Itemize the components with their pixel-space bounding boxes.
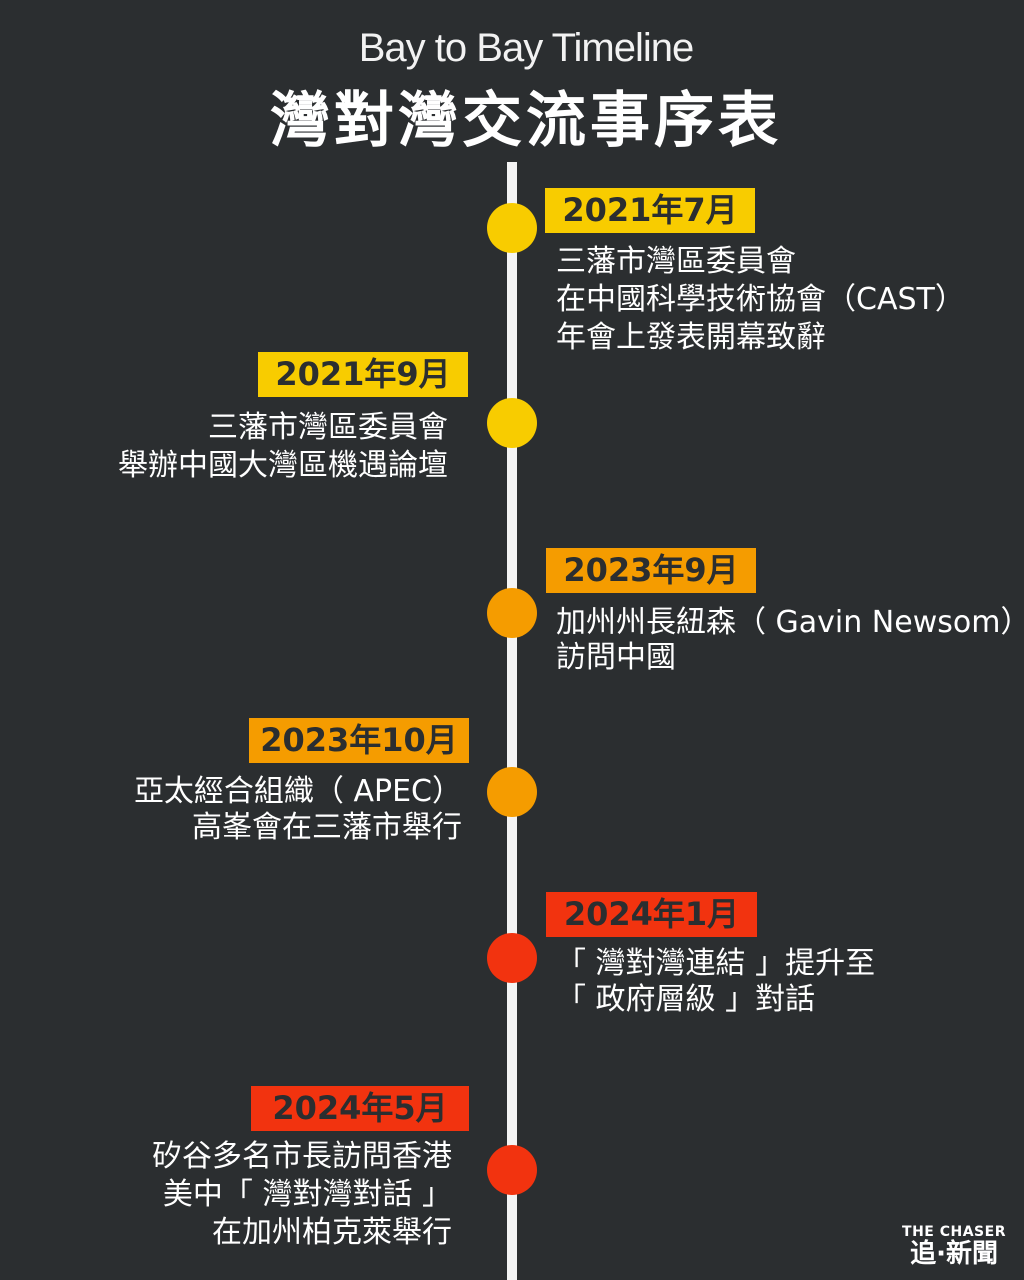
event-line: 高峯會在三藩市舉行 (192, 810, 462, 845)
date-badge: 2024年5月 (251, 1086, 469, 1131)
event-line: 訪問中國 (556, 640, 676, 675)
brand-logo: THE CHASER 追·新聞 (902, 1224, 1006, 1268)
title-chinese: 灣對灣交流事序表 (270, 86, 782, 156)
timeline-dot (487, 203, 537, 253)
event-description: 「 灣對灣連結 」提升至 「 政府層級 」對話 (556, 946, 875, 1018)
timeline-dot (487, 1145, 537, 1195)
date-badge: 2023年9月 (546, 548, 756, 593)
event-description: 三藩市灣區委員會 在中國科學技術協會（CAST） 年會上發表開幕致辭 (556, 243, 965, 357)
date-badge: 2024年1月 (546, 892, 757, 937)
event-line: 三藩市灣區委員會 (208, 410, 448, 445)
event-line: 舉辦中國大灣區機遇論壇 (118, 448, 448, 483)
timeline-line (507, 162, 517, 1280)
event-line: 「 政府層級 」對話 (556, 982, 816, 1017)
timeline-dot (487, 767, 537, 817)
title-english: Bay to Bay Timeline (358, 26, 695, 70)
event-line: 加州州長紐森（ Gavin Newsom） (556, 605, 1024, 640)
event-line: 在中國科學技術協會（CAST） (556, 282, 965, 317)
event-line: 在加州柏克萊舉行 (212, 1215, 452, 1250)
event-line: 年會上發表開幕致辭 (556, 320, 826, 355)
event-description: 加州州長紐森（ Gavin Newsom） 訪問中國 (556, 605, 1024, 675)
event-description: 矽谷多名市長訪問香港 美中「 灣對灣對話 」 在加州柏克萊舉行 (152, 1138, 452, 1252)
event-line: 「 灣對灣連結 」提升至 (556, 946, 876, 981)
logo-english: THE CHASER (902, 1224, 1006, 1240)
date-badge: 2021年7月 (545, 188, 755, 233)
event-description: 三藩市灣區委員會 舉辦中國大灣區機遇論壇 (118, 409, 448, 485)
logo-chinese: 追·新聞 (910, 1239, 998, 1269)
timeline-dot (487, 933, 537, 983)
date-badge: 2021年9月 (258, 352, 468, 397)
date-badge: 2023年10月 (249, 718, 469, 763)
timeline-dot (487, 588, 537, 638)
timeline-dot (487, 398, 537, 448)
event-description: 亞太經合組織（ APEC） 高峯會在三藩市舉行 (134, 774, 462, 846)
event-line: 美中「 灣對灣對話 」 (162, 1177, 452, 1212)
event-line: 矽谷多名市長訪問香港 (152, 1139, 452, 1174)
event-line: 三藩市灣區委員會 (556, 244, 796, 279)
event-line: 亞太經合組織（ APEC） (133, 774, 462, 809)
